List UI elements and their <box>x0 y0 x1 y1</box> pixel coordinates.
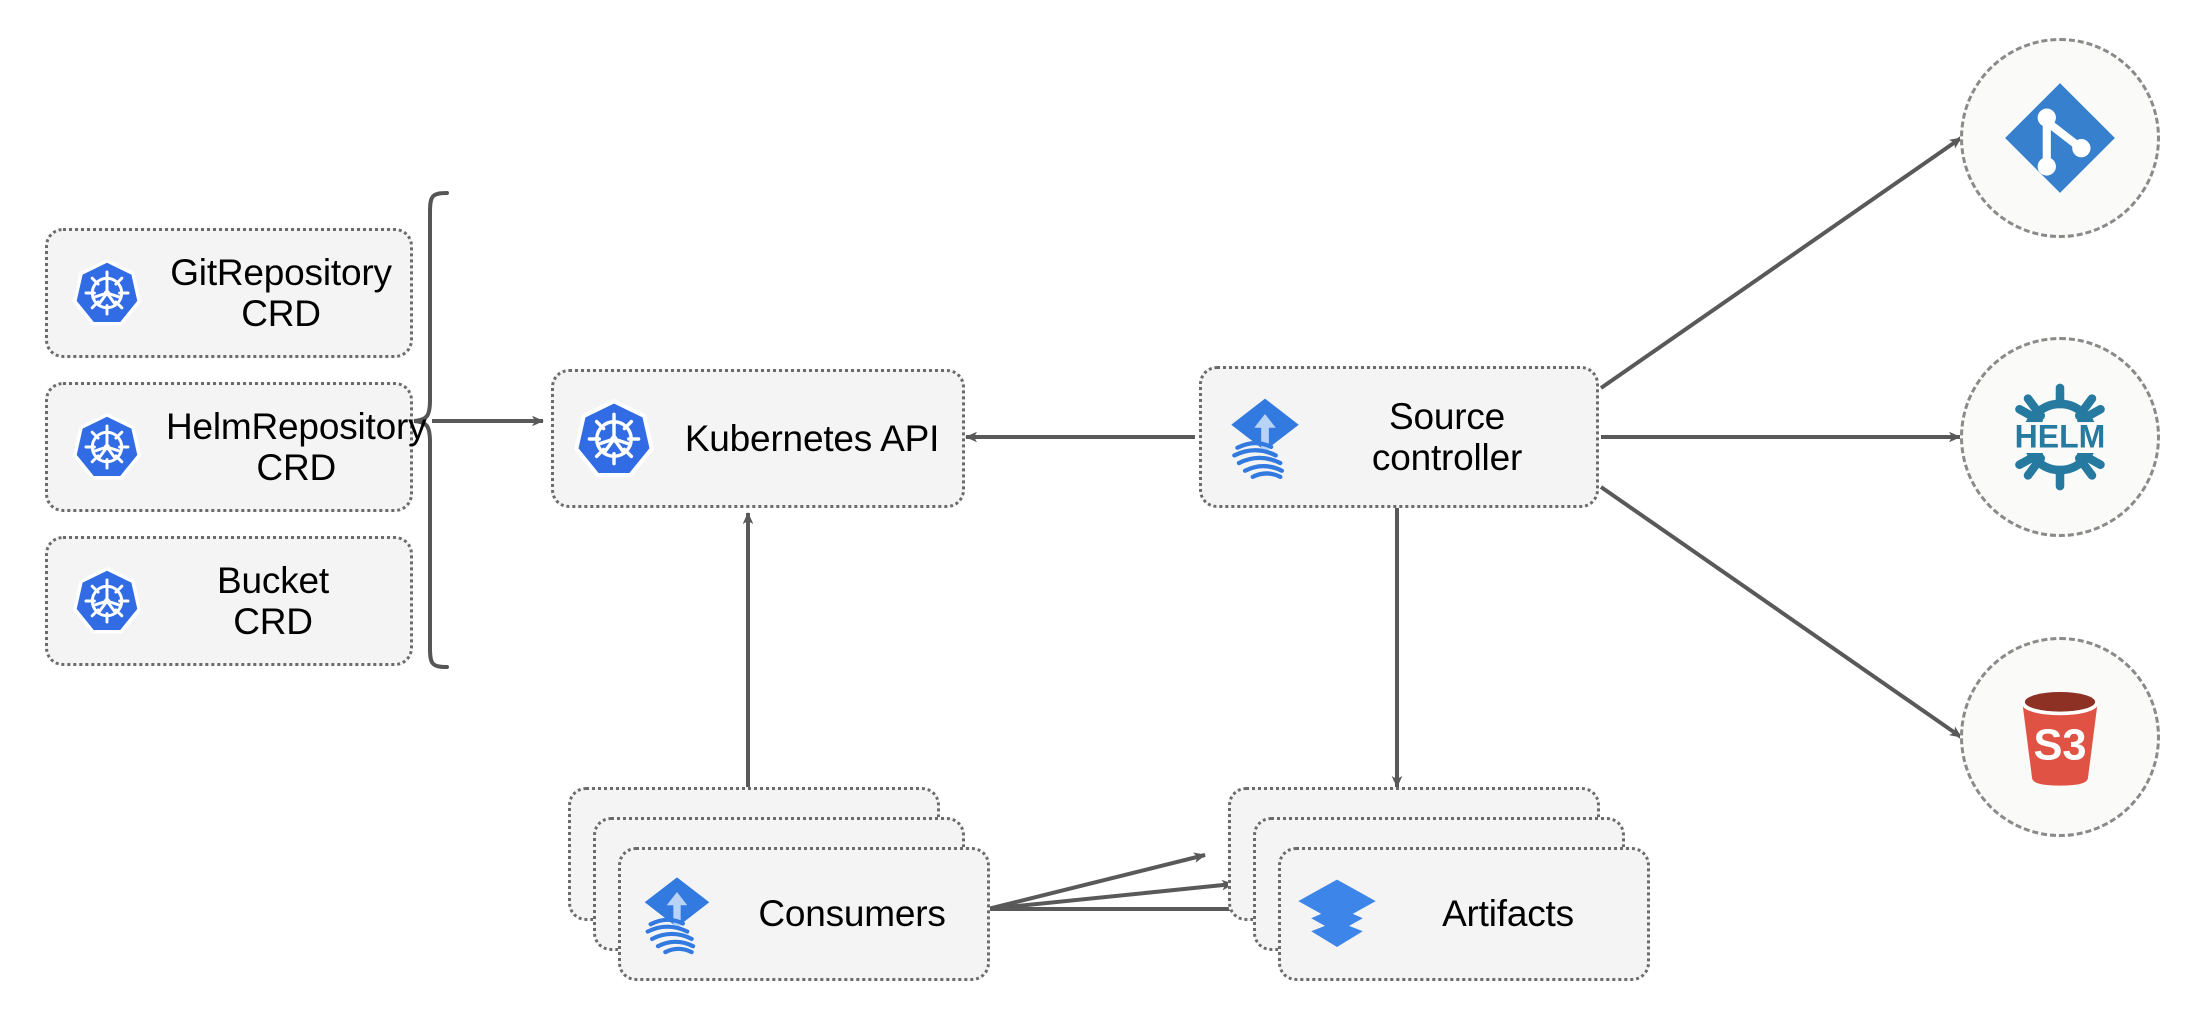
source-controller-node[interactable]: Source controller <box>1199 366 1599 508</box>
kubernetes-icon <box>48 412 166 482</box>
git-source-node[interactable] <box>1960 38 2160 238</box>
edge-sourcectrl-to-git <box>1599 136 1963 390</box>
crd-card-bucket[interactable]: Bucket CRD <box>45 536 413 666</box>
s3-label: S3 <box>2033 722 2086 770</box>
artifacts-card-front[interactable]: Artifacts <box>1278 847 1650 981</box>
git-icon <box>2005 83 2115 193</box>
s3-icon: S3 <box>2021 692 2099 786</box>
consumers-stack: Consumers <box>568 787 998 987</box>
kubernetes-icon <box>554 398 674 480</box>
flux-icon <box>1202 391 1328 483</box>
layers-icon <box>1281 871 1393 957</box>
crd-card-helmrepository[interactable]: HelmRepository CRD <box>45 382 427 512</box>
crd-label-gitrepository: GitRepository CRD <box>170 251 392 334</box>
kubernetes-icon <box>48 566 166 636</box>
source-controller-label: Source controller <box>1371 395 1523 478</box>
edge-sourcectrl-to-s3 <box>1599 485 1963 739</box>
crd-label-bucket: Bucket CRD <box>217 559 329 642</box>
helm-icon: HELM <box>2015 383 2106 491</box>
kubernetes-api-label: Kubernetes API <box>684 417 940 459</box>
edge-consumers-to-artifacts-2 <box>987 879 1234 911</box>
artifacts-stack: Artifacts <box>1228 787 1658 987</box>
edge-consumers-to-artifacts-1 <box>987 852 1206 911</box>
s3-source-node[interactable]: S3 <box>1960 637 2160 837</box>
helm-label: HELM <box>2015 419 2106 455</box>
consumers-card-front[interactable]: Consumers <box>618 847 990 981</box>
kubernetes-icon <box>48 258 166 328</box>
artifacts-label: Artifacts <box>1442 893 1574 935</box>
crd-card-gitrepository[interactable]: GitRepository CRD <box>45 228 413 358</box>
helm-source-node[interactable]: HELM <box>1960 337 2160 537</box>
flux-icon <box>621 870 733 958</box>
kubernetes-api-node[interactable]: Kubernetes API <box>551 369 965 508</box>
consumers-label: Consumers <box>758 893 946 935</box>
crd-label-helmrepository: HelmRepository CRD <box>166 405 427 488</box>
